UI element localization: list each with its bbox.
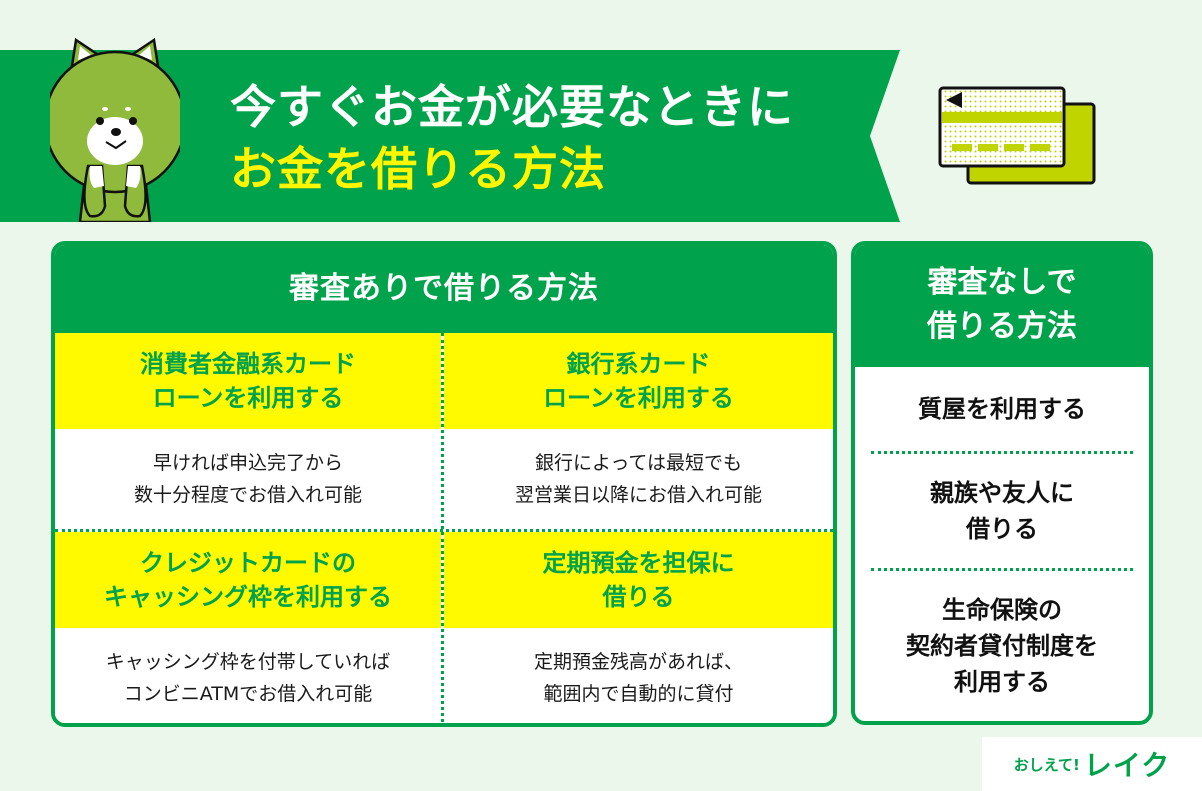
with-screening-panel: 審査ありで借りる方法 消費者金融系カード ローンを利用する 早ければ申込完了から… [51,241,837,727]
item-family-friends: 親族や友人に 借りる [930,479,1074,543]
method-title: 銀行系カード ローンを利用する [444,333,833,429]
title-line-2: お金を借りる方法 [230,142,606,196]
dotted-divider [871,568,1133,571]
method-title: 定期預金を担保に 借りる [444,532,833,628]
dotted-divider [871,451,1133,454]
item-life-insurance-loan: 生命保険の 契約者貸付制度を 利用する [906,596,1098,696]
dog-mascot-icon [50,37,180,222]
method-description: 早ければ申込完了から 数十分程度でお借入れ可能 [55,429,441,529]
title-line-1: 今すぐお金が必要なときに [230,80,794,134]
method-description: キャッシング枠を付帯していれば コンビニATMでお借入れ可能 [55,628,441,723]
item-pawnshop: 質屋を利用する [918,395,1086,423]
method-title: クレジットカードの キャッシング枠を利用する [55,532,441,628]
credit-cards-icon [938,86,1096,185]
brand-logo: おしえて! レイク [982,737,1202,791]
method-time-deposit: 定期預金を担保に 借りる 定期預金残高があれば、 範囲内で自動的に貸付 [444,532,833,723]
method-description: 銀行によっては最短でも 翌営業日以降にお借入れ可能 [444,429,833,529]
without-screening-panel: 審査なしで 借りる方法 質屋を利用する 親族や友人に 借りる 生命保険の 契約者… [851,241,1153,725]
page-title: 今すぐお金が必要なときに お金を借りる方法 [230,76,794,200]
with-screening-heading: 審査ありで借りる方法 [55,245,833,333]
method-bank-card-loan: 銀行系カード ローンを利用する 銀行によっては最短でも 翌営業日以降にお借入れ可… [444,333,833,529]
method-credit-card-cashing: クレジットカードの キャッシング枠を利用する キャッシング枠を付帯していれば コ… [55,532,444,723]
method-description: 定期預金残高があれば、 範囲内で自動的に貸付 [444,628,833,723]
method-title: 消費者金融系カード ローンを利用する [55,333,441,429]
without-screening-heading: 審査なしで 借りる方法 [855,245,1149,367]
method-consumer-finance: 消費者金融系カード ローンを利用する 早ければ申込完了から 数十分程度でお借入れ… [55,333,444,529]
dotted-divider [55,529,833,532]
